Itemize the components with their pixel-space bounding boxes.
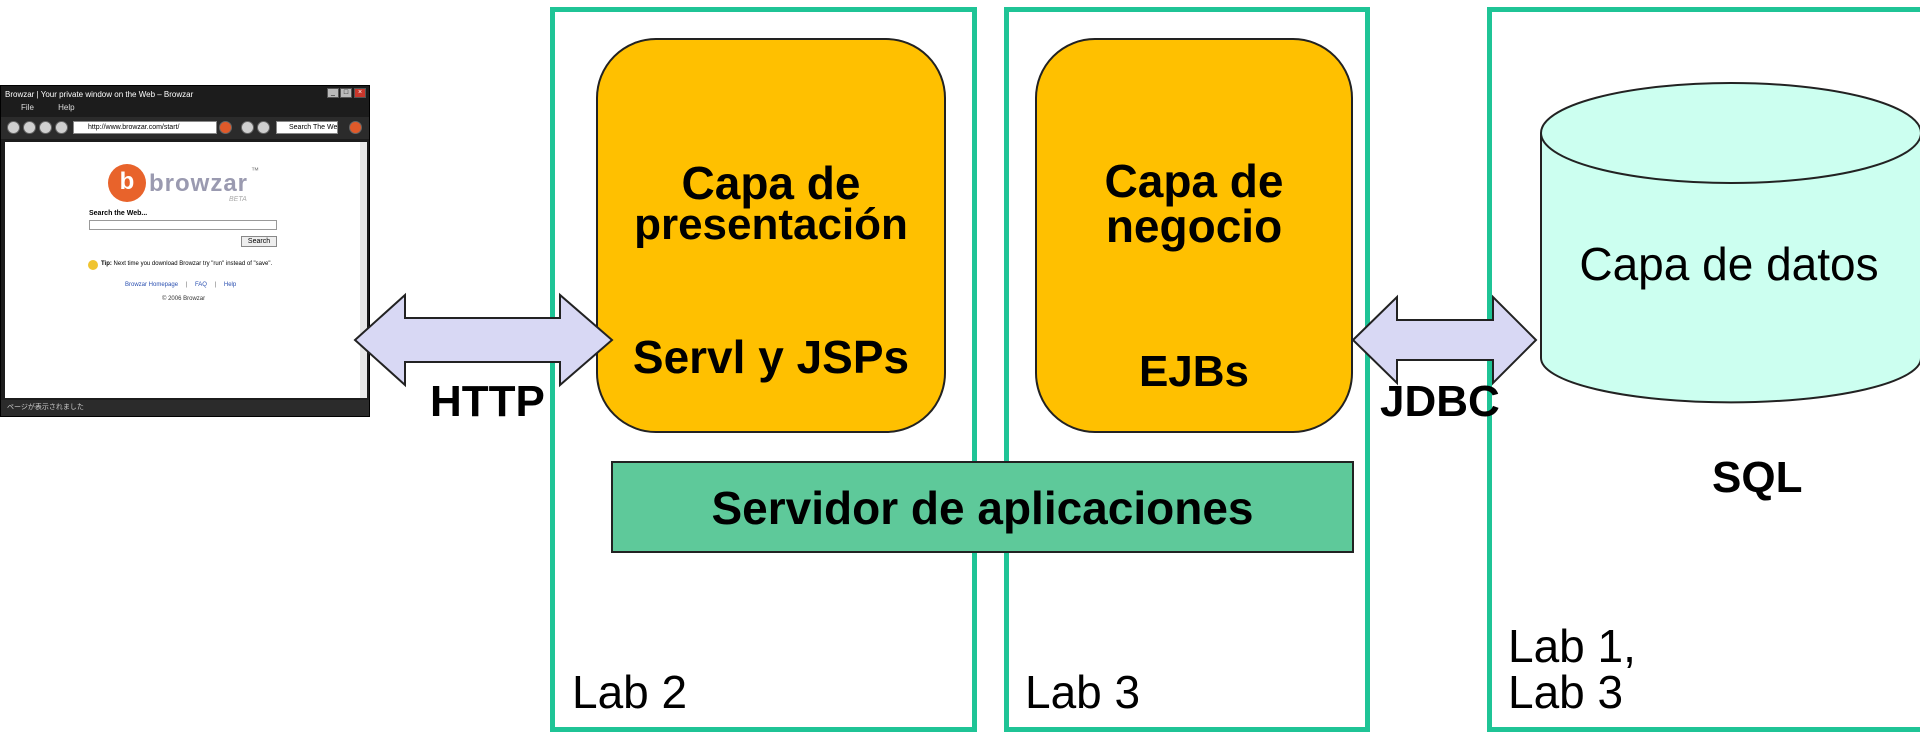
lab-label-business: Lab 3 xyxy=(1025,666,1141,718)
search-label: Search the Web... xyxy=(89,210,148,217)
business-title-line2: negocio xyxy=(1105,200,1283,252)
business-tech: EJBs xyxy=(1138,347,1250,396)
link-faq[interactable]: FAQ xyxy=(194,282,207,288)
browser-menu-bar: File Help xyxy=(5,102,75,114)
back-icon[interactable] xyxy=(7,121,20,134)
presentation-title-line2: presentación xyxy=(634,200,908,249)
database-cylinder-top xyxy=(1540,82,1920,184)
lab-label-data-line2: Lab 3 xyxy=(1508,666,1624,718)
link-homepage[interactable]: Browzar Homepage xyxy=(125,282,179,288)
jdbc-double-arrow xyxy=(1351,294,1538,386)
presentation-tech: Servl y JSPs xyxy=(632,331,910,383)
jdbc-label: JDBC xyxy=(1380,377,1500,426)
browser-window-title: Browzar | Your private window on the Web… xyxy=(5,90,194,99)
logo-trademark: ™ xyxy=(251,166,259,175)
data-layer-label: Capa de datos xyxy=(1579,238,1879,290)
browser-window: Browzar | Your private window on the Web… xyxy=(0,85,370,417)
sql-label: SQL xyxy=(1712,453,1803,502)
business-layer-box: Capa de negocio EJBs xyxy=(1035,38,1353,433)
link-separator: | xyxy=(185,282,188,288)
application-server-box: Servidor de aplicaciones xyxy=(611,461,1354,553)
go-icon[interactable] xyxy=(219,121,232,134)
database-cylinder-body xyxy=(1540,133,1920,404)
http-double-arrow xyxy=(353,292,614,388)
settings-icon[interactable] xyxy=(241,121,254,134)
search-go-icon[interactable] xyxy=(349,121,362,134)
home-icon[interactable] xyxy=(55,121,68,134)
search-input[interactable] xyxy=(89,220,277,230)
status-bar: ページが表示されました xyxy=(1,400,369,416)
footer-links: Browzar Homepage | FAQ | Help xyxy=(125,282,236,288)
refresh-icon[interactable] xyxy=(39,121,52,134)
minimize-icon[interactable]: _ xyxy=(327,88,339,98)
close-icon[interactable]: × xyxy=(354,88,366,98)
menu-file[interactable]: File xyxy=(21,103,34,112)
logo-beta: BETA xyxy=(229,196,247,203)
scrollbar[interactable] xyxy=(360,142,367,398)
lab-label-presentation: Lab 2 xyxy=(572,666,688,718)
link-help[interactable]: Help xyxy=(223,282,237,288)
browzar-logo-icon: b xyxy=(108,164,146,202)
forward-icon[interactable] xyxy=(23,121,36,134)
business-title-line1: Capa de xyxy=(1104,155,1284,207)
copyright: © 2006 Browzar xyxy=(162,296,206,302)
browser-toolbar: http://www.browzar.com/start/ Search The… xyxy=(1,117,369,139)
search-button[interactable]: Search xyxy=(241,236,277,247)
address-bar[interactable]: http://www.browzar.com/start/ xyxy=(73,121,217,134)
tip-text: Tip: Next time you download Browzar try … xyxy=(101,261,273,267)
presentation-title-line1: Capa de xyxy=(681,157,861,209)
menu-help[interactable]: Help xyxy=(58,103,75,112)
tip-icon xyxy=(88,260,98,270)
logo-text: browzar xyxy=(149,170,249,197)
maximize-icon[interactable]: □ xyxy=(340,88,352,98)
browser-content: b browzar ™ BETA Search the Web... Searc… xyxy=(5,142,360,398)
presentation-layer-box: Capa de presentación Servl y JSPs xyxy=(596,38,946,433)
history-icon[interactable] xyxy=(257,121,270,134)
toolbar-search-input[interactable]: Search The Web... xyxy=(276,121,338,134)
link-separator: | xyxy=(214,282,217,288)
http-label: HTTP xyxy=(430,377,545,426)
lab-label-data-line1: Lab 1, xyxy=(1508,620,1636,672)
application-server-label: Servidor de aplicaciones xyxy=(711,482,1254,534)
